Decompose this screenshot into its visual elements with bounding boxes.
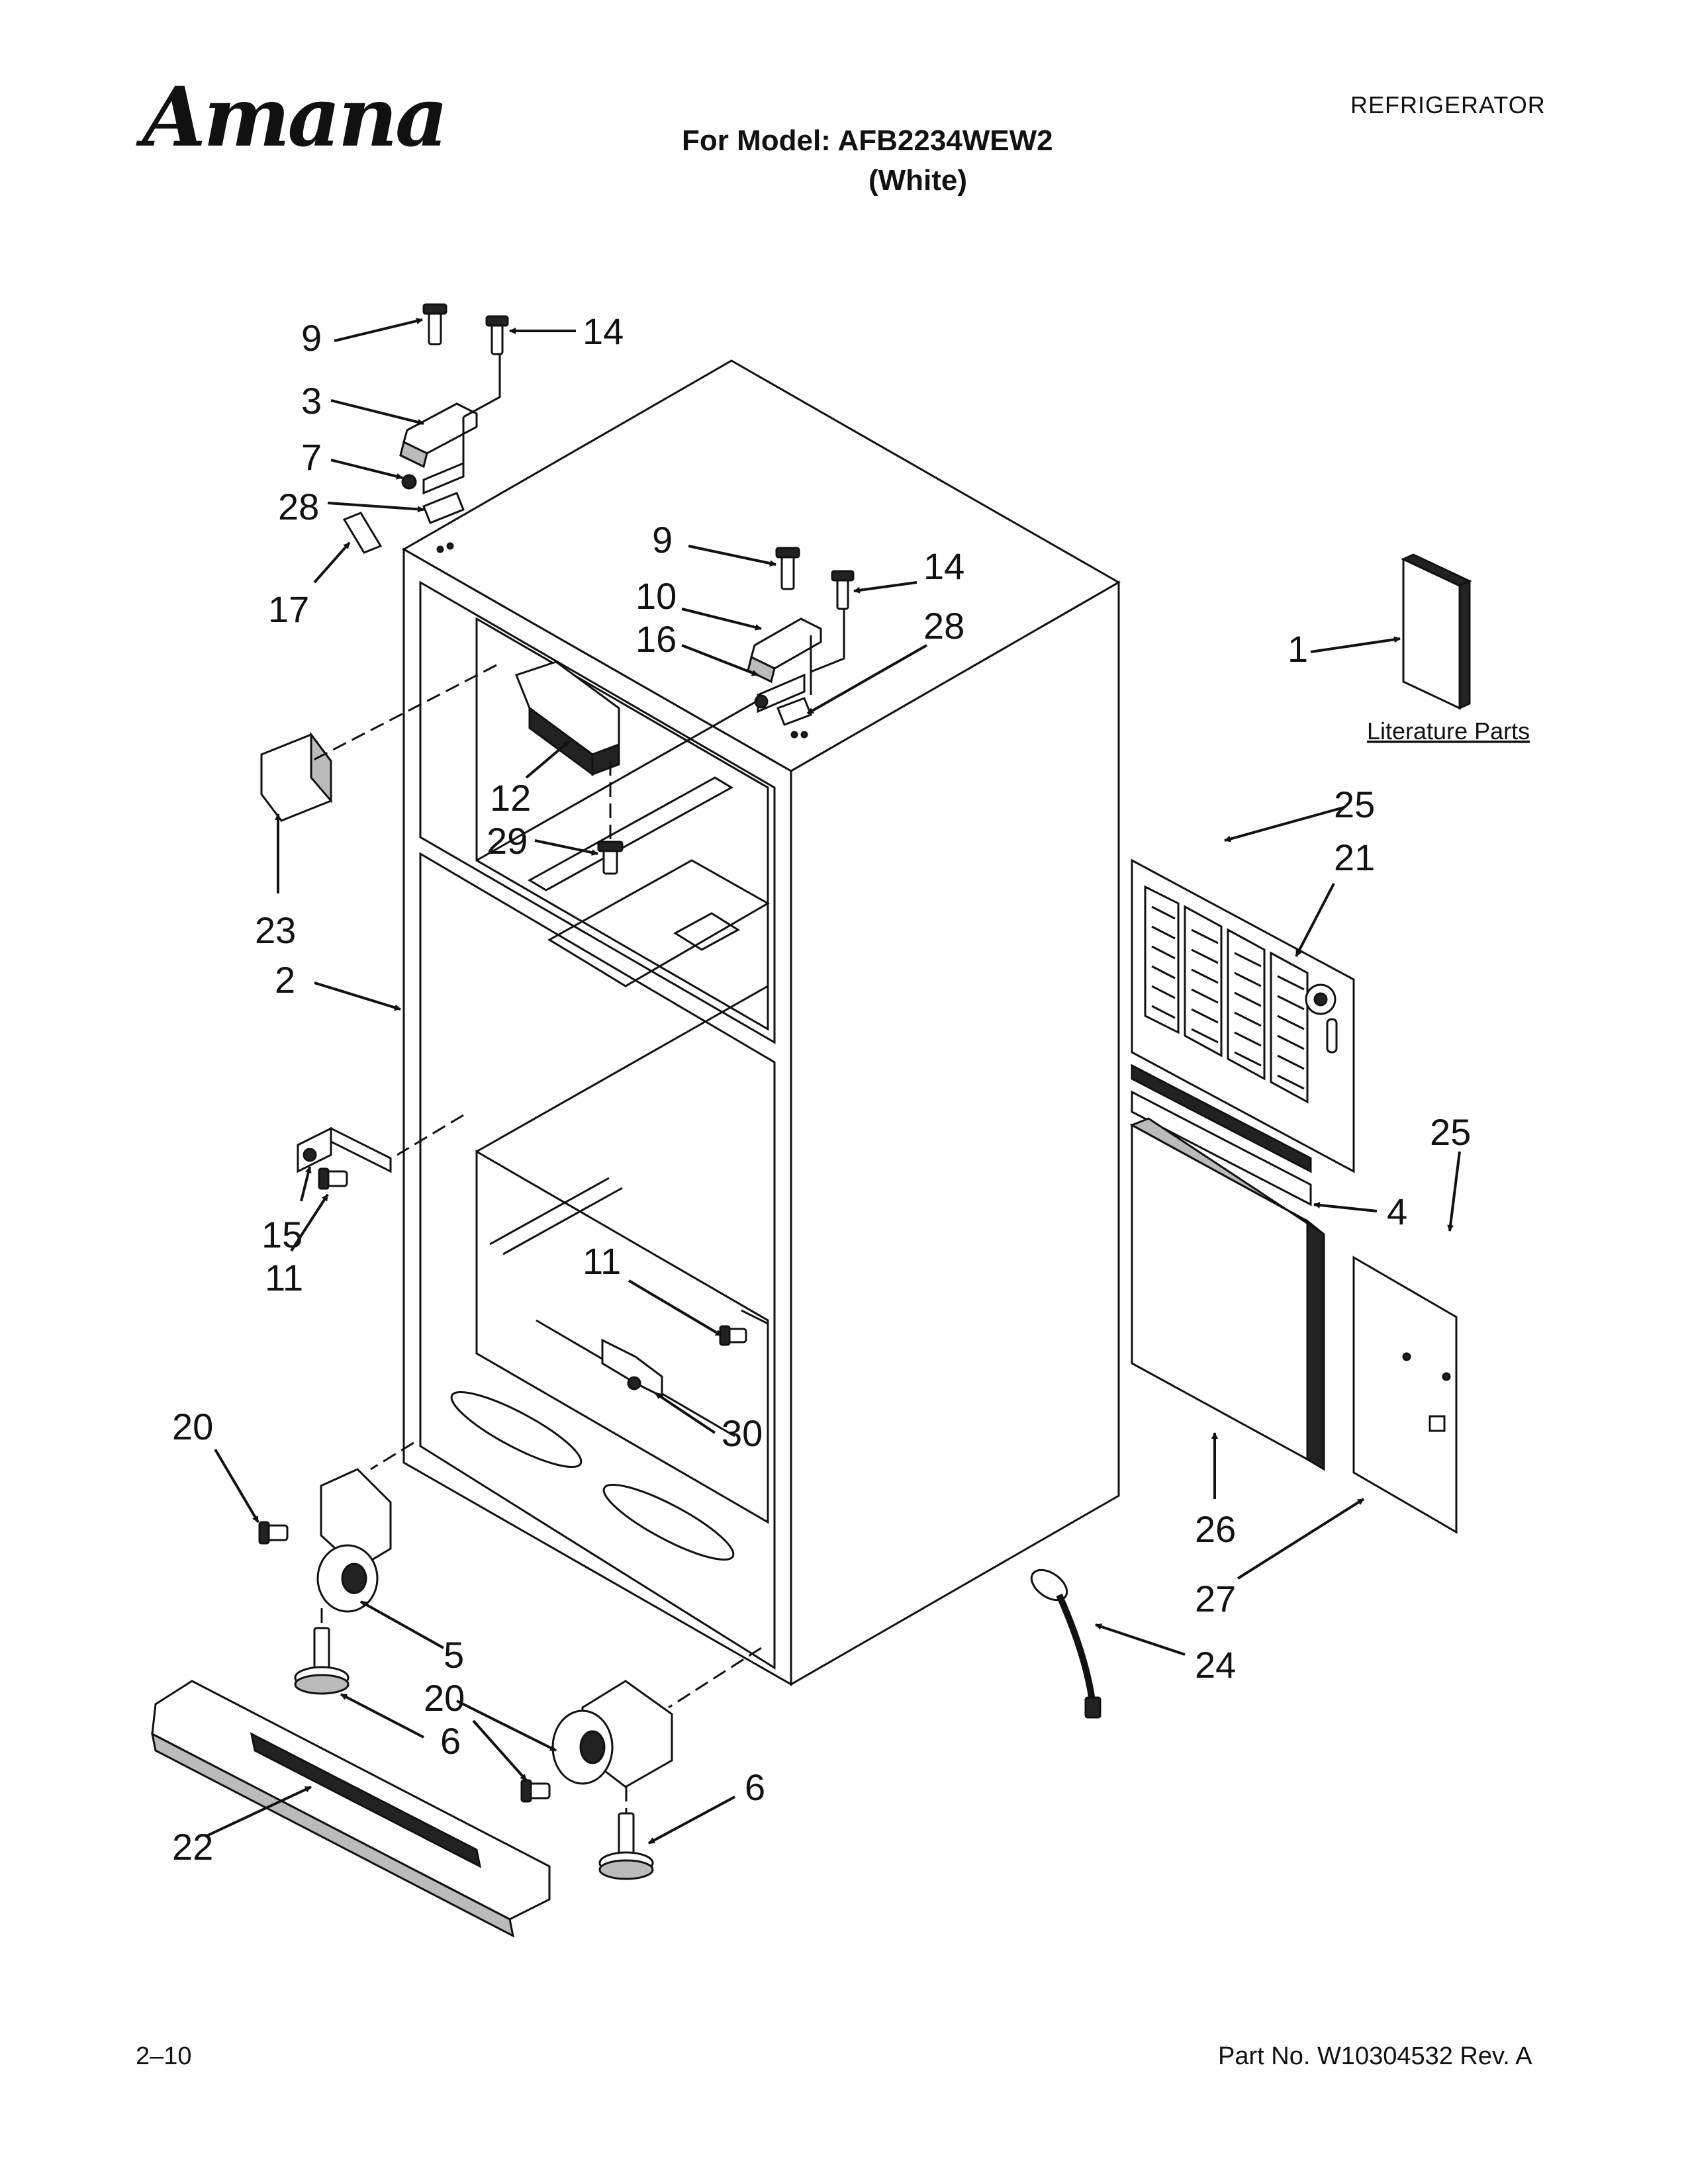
model-line: For Model: AFB2234WEW2 <box>682 124 1053 157</box>
callout-21: 21 <box>1334 837 1375 878</box>
brand-logo: Amana <box>142 69 448 165</box>
callout-5: 5 <box>444 1634 464 1676</box>
control-cover <box>260 731 332 822</box>
callout-20: 20 <box>424 1677 465 1719</box>
callout-6: 6 <box>745 1766 765 1808</box>
top-hinge-center <box>747 547 855 739</box>
callout-15: 15 <box>261 1214 303 1255</box>
callout-7: 7 <box>301 436 322 478</box>
callout-28: 28 <box>923 605 964 647</box>
cabinet <box>401 359 1121 1686</box>
callout-9: 9 <box>301 317 322 359</box>
callout-22: 22 <box>172 1826 213 1868</box>
callout-20: 20 <box>172 1406 213 1447</box>
assembly-lines <box>310 664 762 1813</box>
top-hinge-left <box>342 303 509 554</box>
kick-strip <box>1131 1064 1312 1206</box>
wire-harness <box>1030 1569 1102 1719</box>
product-category: REFRIGERATOR <box>1350 91 1546 118</box>
callout-14: 14 <box>583 310 624 352</box>
back-panel <box>1352 1255 1458 1534</box>
callout-25: 25 <box>1334 784 1375 825</box>
callout-4: 4 <box>1387 1191 1407 1232</box>
callout-23: 23 <box>255 909 296 951</box>
roller-assembly-left <box>258 1468 392 1695</box>
toe-grille <box>150 1680 551 1938</box>
callout-28: 28 <box>278 486 319 527</box>
callout-2: 2 <box>275 959 295 1001</box>
page-code: 2–10 <box>136 2042 192 2070</box>
part-number: Part No. W10304532 Rev. A <box>1218 2042 1532 2070</box>
callout-9: 9 <box>652 519 673 561</box>
callout-labels: 9 14 3 7 28 17 9 14 10 16 28 1 12 29 23 … <box>172 310 1471 1868</box>
callout-3: 3 <box>301 380 322 422</box>
grille-panel <box>1131 858 1355 1173</box>
callout-11: 11 <box>265 1257 303 1298</box>
callout-10: 10 <box>635 575 677 617</box>
callout-1: 1 <box>1288 628 1308 670</box>
callout-27: 27 <box>1195 1578 1236 1619</box>
callout-17: 17 <box>268 588 309 630</box>
callout-6: 6 <box>440 1720 461 1762</box>
callout-12: 12 <box>490 777 531 819</box>
roller-assembly-right <box>520 1680 673 1880</box>
literature-parts-caption: Literature Parts <box>1367 717 1530 745</box>
center-hinge <box>297 1126 392 1190</box>
callout-25: 25 <box>1430 1111 1471 1153</box>
callout-16: 16 <box>635 618 677 660</box>
leader-arrows <box>205 318 1461 1844</box>
ice-bin-housing <box>515 660 624 875</box>
literature-parts-book: Literature Parts <box>1367 553 1530 745</box>
callout-26: 26 <box>1195 1508 1236 1550</box>
access-cover <box>1129 1117 1325 1471</box>
callout-14: 14 <box>923 545 964 587</box>
model-variant: (White) <box>868 164 968 197</box>
callout-30: 30 <box>722 1412 763 1454</box>
callout-24: 24 <box>1195 1644 1236 1686</box>
callout-29: 29 <box>487 820 528 862</box>
callout-11: 11 <box>583 1240 621 1282</box>
